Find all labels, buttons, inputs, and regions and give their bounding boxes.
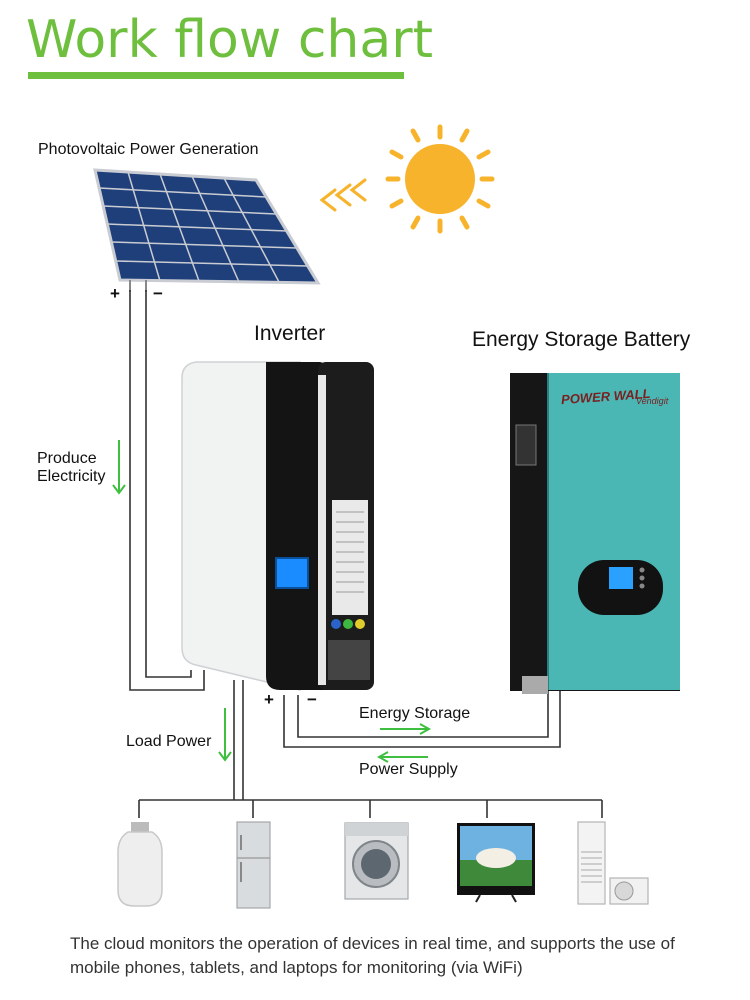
title-underline [28,72,404,79]
produce-arrow-icon [112,440,126,495]
supply-arrow-icon [376,751,428,763]
television-icon [457,823,535,903]
inverter-label: Inverter [254,322,326,345]
inverter-minus-sign: − [307,690,317,709]
solar-panel [93,168,321,292]
load-arrow-icon [218,708,232,762]
refrigerator-icon [236,821,271,909]
power-supply-label: Power Supply [359,761,458,778]
pv-minus-sign: − [153,284,163,303]
pv-label: Photovoltaic Power Generation [38,141,259,158]
load-power-label: Load Power [126,733,212,750]
washing-machine-icon [344,822,409,900]
led-bulb-icon [117,822,163,907]
battery-unit [510,373,680,694]
page-title: Work flow chart [26,10,434,70]
footer-note: The cloud monitors the operation of devi… [70,934,675,977]
air-conditioner-icon [577,821,649,905]
inverter-unit [181,361,374,691]
storage-arrow-icon [380,723,432,735]
inverter-plus-sign: + [264,690,274,709]
produce-electricity-label: Produce Electricity [37,450,106,485]
sunlight-chevrons-icon [319,178,367,212]
energy-storage-label: Energy Storage [359,705,471,722]
pv-plus-sign: + [110,284,120,303]
battery-label: Energy Storage Battery [472,328,691,351]
wiring [129,290,603,818]
sun-icon [385,124,495,234]
battery-logo: Vendigit [636,396,669,406]
